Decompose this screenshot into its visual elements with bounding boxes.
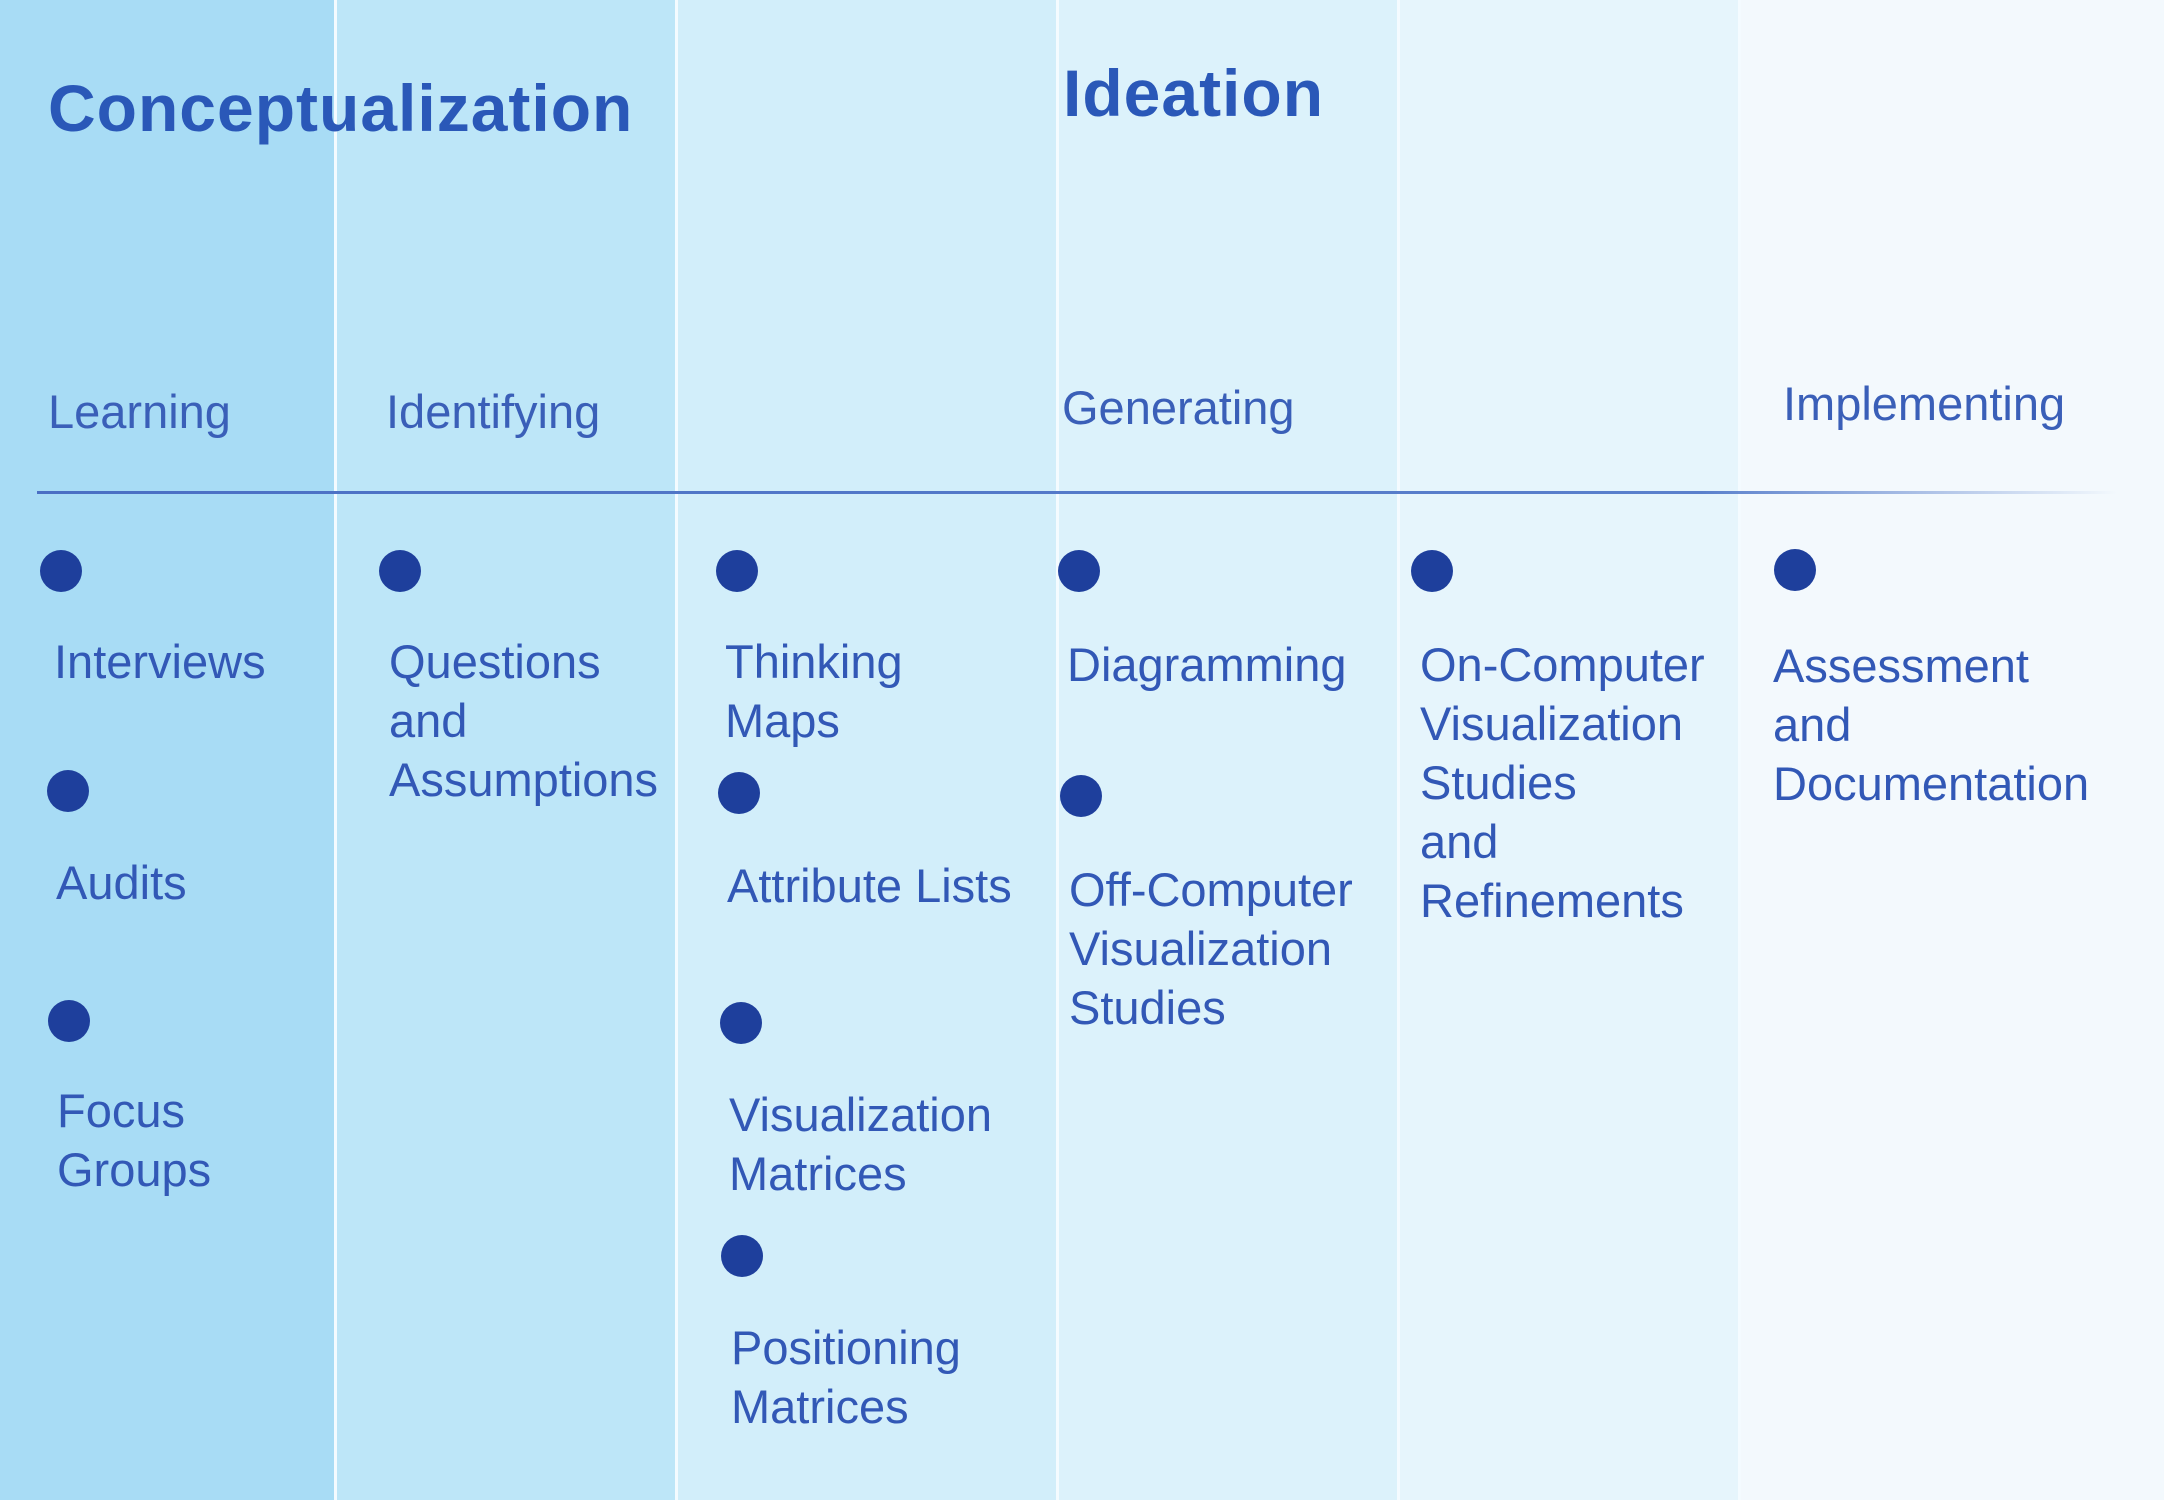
bullet-dot bbox=[721, 1235, 763, 1277]
column-separator bbox=[1056, 0, 1059, 1500]
item-interviews: Interviews bbox=[54, 635, 266, 688]
bullet-dot bbox=[47, 770, 89, 812]
phase-title-ideation: Ideation bbox=[1063, 56, 1325, 130]
bullet-dot bbox=[379, 550, 421, 592]
bullet-dot bbox=[720, 1002, 762, 1044]
column-implementing bbox=[1741, 0, 2164, 1500]
bullet-dot bbox=[1411, 550, 1453, 592]
column-separator bbox=[334, 0, 337, 1500]
item-thinking-maps: Thinking Maps bbox=[725, 635, 903, 747]
item-on-computer-visualization-studies: On-Computer Visualization Studies and Re… bbox=[1420, 638, 1705, 927]
column-identifying bbox=[337, 0, 675, 1500]
stage-identifying: Identifying bbox=[386, 385, 601, 438]
item-focus-groups: Focus Groups bbox=[57, 1084, 212, 1196]
column-separator bbox=[1738, 0, 1741, 1500]
stage-learning: Learning bbox=[48, 385, 231, 438]
item-off-computer-visualization-studies: Off-Computer Visualization Studies bbox=[1069, 863, 1353, 1034]
item-attribute-lists: Attribute Lists bbox=[727, 859, 1012, 912]
bullet-dot bbox=[718, 772, 760, 814]
bullet-dot bbox=[48, 1000, 90, 1042]
item-assessment-and-documentation: Assessment and Documentation bbox=[1773, 639, 2090, 810]
bullet-dot bbox=[1060, 775, 1102, 817]
column-separator bbox=[675, 0, 678, 1500]
item-audits: Audits bbox=[56, 856, 187, 909]
item-diagramming: Diagramming bbox=[1067, 638, 1347, 691]
stage-divider-line bbox=[37, 491, 2117, 494]
column-generating-2 bbox=[1059, 0, 1397, 1500]
stage-implementing: Implementing bbox=[1783, 377, 2066, 430]
item-questions-and-assumptions: Questions and Assumptions bbox=[389, 635, 659, 806]
stage-generating: Generating bbox=[1062, 381, 1295, 434]
bullet-dot bbox=[1058, 550, 1100, 592]
item-visualization-matrices: Visualization Matrices bbox=[729, 1088, 993, 1200]
column-separator bbox=[1397, 0, 1400, 1500]
item-positioning-matrices: Positioning Matrices bbox=[731, 1321, 961, 1433]
bullet-dot bbox=[40, 550, 82, 592]
bullet-dot bbox=[1774, 549, 1816, 591]
bullet-dot bbox=[716, 550, 758, 592]
column-generating-3 bbox=[1400, 0, 1738, 1500]
column-learning bbox=[0, 0, 334, 1500]
phase-title-conceptualization: Conceptualization bbox=[48, 71, 634, 145]
